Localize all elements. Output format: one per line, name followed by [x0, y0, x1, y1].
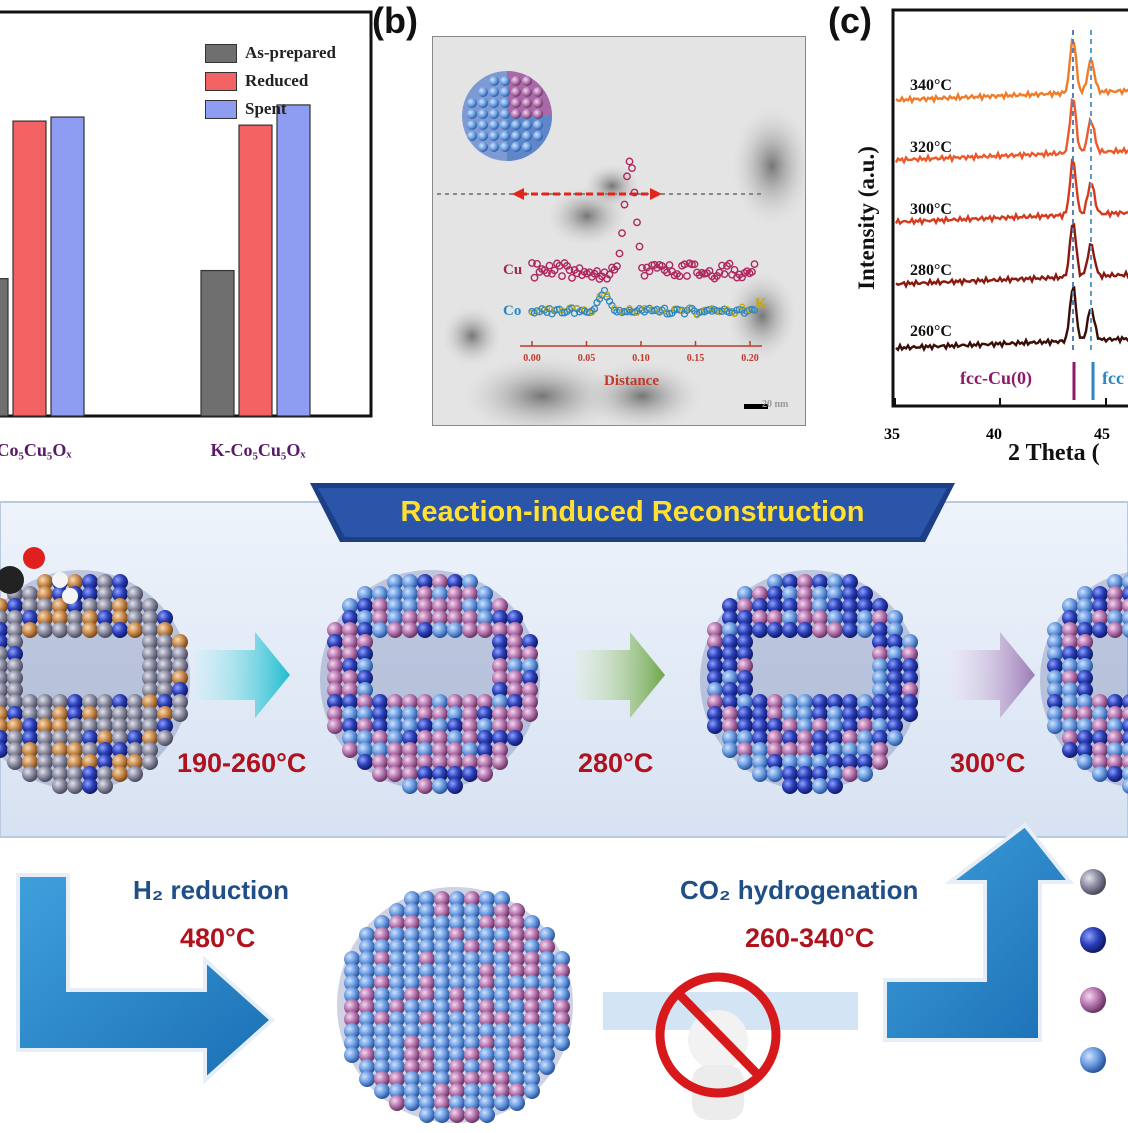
- reconstruction-band: [0, 501, 1128, 838]
- category-label-1: Co₅Cu₅Oₓ: [0, 440, 72, 460]
- legend-atom-grey: [1080, 869, 1106, 895]
- b-tick-label: 0.20: [741, 353, 759, 364]
- tem-linescan-svg: 0.00 0.05 0.10 0.15 0.20: [431, 35, 812, 436]
- nanoparticle-stage-2: [700, 570, 920, 794]
- nanoparticle-stage-1: [320, 570, 540, 794]
- legend-swatch-as-prepared: [205, 43, 237, 63]
- bar-reduced-1: [12, 120, 47, 417]
- xrd-tick-40: 40: [986, 426, 1002, 443]
- xrd-svg: [891, 8, 1128, 408]
- panel-c-letter: (c): [828, 0, 872, 41]
- element-legend: [1080, 869, 1106, 1073]
- xrd-curve: [894, 158, 1128, 227]
- banner-title: Reaction-induced Reconstruction: [400, 496, 865, 528]
- panel-c-xrd: Intensity (a.u.) 340°C 320°C 300°C 280°C…: [848, 0, 1128, 470]
- nanoparticle-stage-3: [1040, 572, 1128, 794]
- hydrogen-atom: [52, 572, 68, 588]
- temp-stage-1: 190-260°C: [177, 748, 307, 778]
- legend-swatch-reduced: [205, 71, 237, 91]
- temp-stage-2: 280°C: [578, 748, 654, 778]
- k-label: K: [755, 296, 767, 312]
- temp-stage-3: 300°C: [950, 748, 1026, 778]
- legend-atom-dark: [1080, 927, 1106, 953]
- distance-label: Distance: [604, 373, 659, 389]
- co2-hydrogenation-arrow: [883, 822, 1075, 1042]
- legend-swatch-spent: [205, 99, 237, 119]
- xrd-xlabel: 2 Theta (: [1008, 440, 1100, 466]
- xrd-curve: [895, 37, 1128, 105]
- scale-bar: [744, 404, 768, 409]
- bar-spent-2: [276, 104, 311, 417]
- nanoparticle-initial: [0, 570, 190, 794]
- carbon-atom: [0, 566, 24, 594]
- arrow-stage-3: [950, 632, 1035, 718]
- mini-nanoparticle-icon: [462, 71, 552, 161]
- bar-chart-svg: [0, 10, 373, 418]
- ref-fcc-cu: fcc-Cu(0): [960, 368, 1032, 388]
- arrow-stage-2: [575, 632, 665, 718]
- bar-asprepared-2: [200, 269, 235, 417]
- ref-fcc-co: fcc: [1102, 368, 1124, 388]
- b-tick-label: 0.00: [523, 353, 541, 364]
- category-label-2: K-Co₅Cu₅Oₓ: [210, 440, 306, 460]
- no-entry-person-icon: [655, 972, 781, 1120]
- legend-as-prepared: As-prepared: [205, 43, 336, 63]
- legend-label-reduced: Reduced: [245, 71, 309, 90]
- panel-b-letter: (b): [372, 0, 418, 41]
- xrd-curve: [895, 285, 1128, 353]
- scheme-svg: [0, 483, 1128, 1123]
- xrd-ylabel: Intensity (a.u.): [854, 146, 879, 290]
- bar-reduced-2: [238, 124, 273, 417]
- co2-hydrogenation-temp: 260-340°C: [745, 923, 875, 953]
- legend-reduced: Reduced: [205, 71, 308, 91]
- plot-frame: [0, 10, 373, 418]
- h2-reduction-arrow: [16, 873, 275, 1085]
- h2-reduction-temp: 480°C: [180, 923, 256, 953]
- b-tick-label: 0.15: [687, 353, 705, 364]
- nanoparticle-reduced: [337, 887, 573, 1123]
- h2-reduction-label: H₂ reduction: [133, 875, 289, 905]
- b-tick-label: 0.10: [632, 353, 650, 364]
- legend-label-as-prepared: As-prepared: [245, 43, 336, 62]
- reconstruction-scheme: Reaction-induced Reconstruction 190-260°…: [0, 480, 1128, 1128]
- panel-a-bar-chart: As-prepared Reduced Spent Co₅Cu₅Oₓ K-Co₅…: [0, 0, 375, 470]
- co-label: Co: [503, 303, 522, 319]
- legend-label-spent: Spent: [245, 99, 287, 118]
- bar-asprepared-1: [0, 278, 9, 417]
- hydrogen-atom: [62, 588, 78, 604]
- xrd-temp-320: 320°C: [910, 139, 952, 156]
- legend-spent: Spent: [205, 99, 287, 119]
- co2-hydrogenation-label: CO₂ hydrogenation: [680, 875, 919, 905]
- xrd-tick-35: 35: [884, 426, 900, 443]
- legend-atom-blue: [1080, 1047, 1106, 1073]
- xrd-curve: [895, 222, 1128, 290]
- xrd-temp-260: 260°C: [910, 323, 952, 340]
- legend-atom-pink: [1080, 987, 1106, 1013]
- b-tick-label: 0.05: [578, 353, 596, 364]
- bar-spent-1: [50, 116, 85, 417]
- oxygen-atom: [23, 547, 45, 569]
- arrow-stage-1: [195, 632, 290, 718]
- xrd-temp-280: 280°C: [910, 262, 952, 279]
- xrd-tick-45: 45: [1094, 426, 1110, 443]
- xrd-temp-340: 340°C: [910, 77, 952, 94]
- panel-b-image: 0.00 0.05 0.10 0.15 0.20 Cu Co K Distance 20…: [431, 35, 812, 436]
- cu-label: Cu: [503, 262, 523, 278]
- scale-text: 20 nm: [762, 399, 789, 410]
- xrd-curve: [894, 97, 1128, 165]
- xrd-temp-300: 300°C: [910, 201, 952, 218]
